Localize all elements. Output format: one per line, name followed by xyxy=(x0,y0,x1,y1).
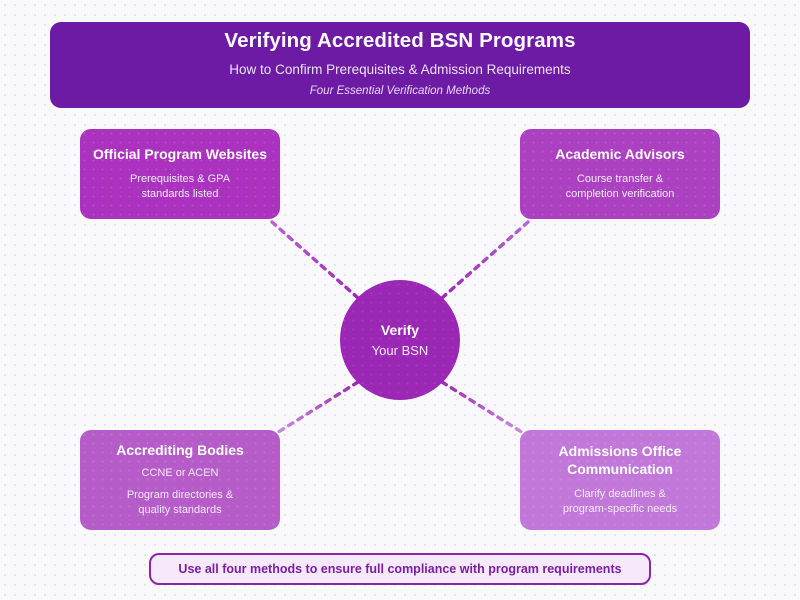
method-card-title: Admissions Office Communication xyxy=(558,443,682,477)
page-title: Verifying Accredited BSN Programs xyxy=(224,29,576,53)
connector-top-left xyxy=(270,220,360,300)
page-subtitle: How to Confirm Prerequisites & Admission… xyxy=(229,61,571,77)
method-card-description-line: Clarify deadlines & xyxy=(574,488,666,501)
method-card-description: Prerequisites & GPA standards listed xyxy=(130,172,230,202)
method-card-description-line: completion verification xyxy=(565,188,675,201)
method-card-description-line: Program directories & xyxy=(126,489,234,502)
method-card-description: Clarify deadlines & program-specific nee… xyxy=(563,487,677,517)
connector-top-right xyxy=(440,220,530,300)
central-hub-subtitle: Your BSN xyxy=(371,342,429,358)
page-tagline: Four Essential Verification Methods xyxy=(309,84,491,97)
method-card-description-line: Prerequisites & GPA xyxy=(129,173,231,186)
footer-callout: Use all four methods to ensure full comp… xyxy=(149,553,651,585)
method-card-description: Course transfer & completion verificatio… xyxy=(566,172,675,202)
method-card-accrediting-bodies[interactable]: Accrediting Bodies CCNE or ACEN Program … xyxy=(80,430,280,530)
header-banner: Verifying Accredited BSN Programs How to… xyxy=(50,22,750,108)
connector-bottom-left xyxy=(270,380,360,438)
method-card-title: Academic Advisors xyxy=(555,145,685,162)
method-card-academic-advisors[interactable]: Academic Advisors Course transfer & comp… xyxy=(520,129,720,219)
method-card-description-secondary: Program directories & quality standards xyxy=(127,488,233,518)
method-card-description: CCNE or ACEN xyxy=(141,466,218,481)
method-card-title: Accrediting Bodies xyxy=(116,441,244,458)
central-hub-verify[interactable]: Verify Your BSN xyxy=(340,280,460,400)
method-card-description-line: standards listed xyxy=(141,188,219,201)
method-card-description-line: program-specific needs xyxy=(562,503,678,515)
footer-callout-text: Use all four methods to ensure full comp… xyxy=(178,561,622,576)
method-card-description-line: Course transfer & xyxy=(576,173,664,186)
method-card-description-line: quality standards xyxy=(138,504,222,517)
connector-bottom-right xyxy=(440,380,530,438)
method-card-admissions-office-communication[interactable]: Admissions Office Communication Clarify … xyxy=(520,430,720,530)
central-hub-title: Verify xyxy=(380,321,420,338)
method-card-description-line: CCNE or ACEN xyxy=(141,467,219,480)
method-card-title: Official Program Websites xyxy=(92,145,267,162)
method-card-official-program-websites[interactable]: Official Program Websites Prerequisites … xyxy=(80,129,280,219)
